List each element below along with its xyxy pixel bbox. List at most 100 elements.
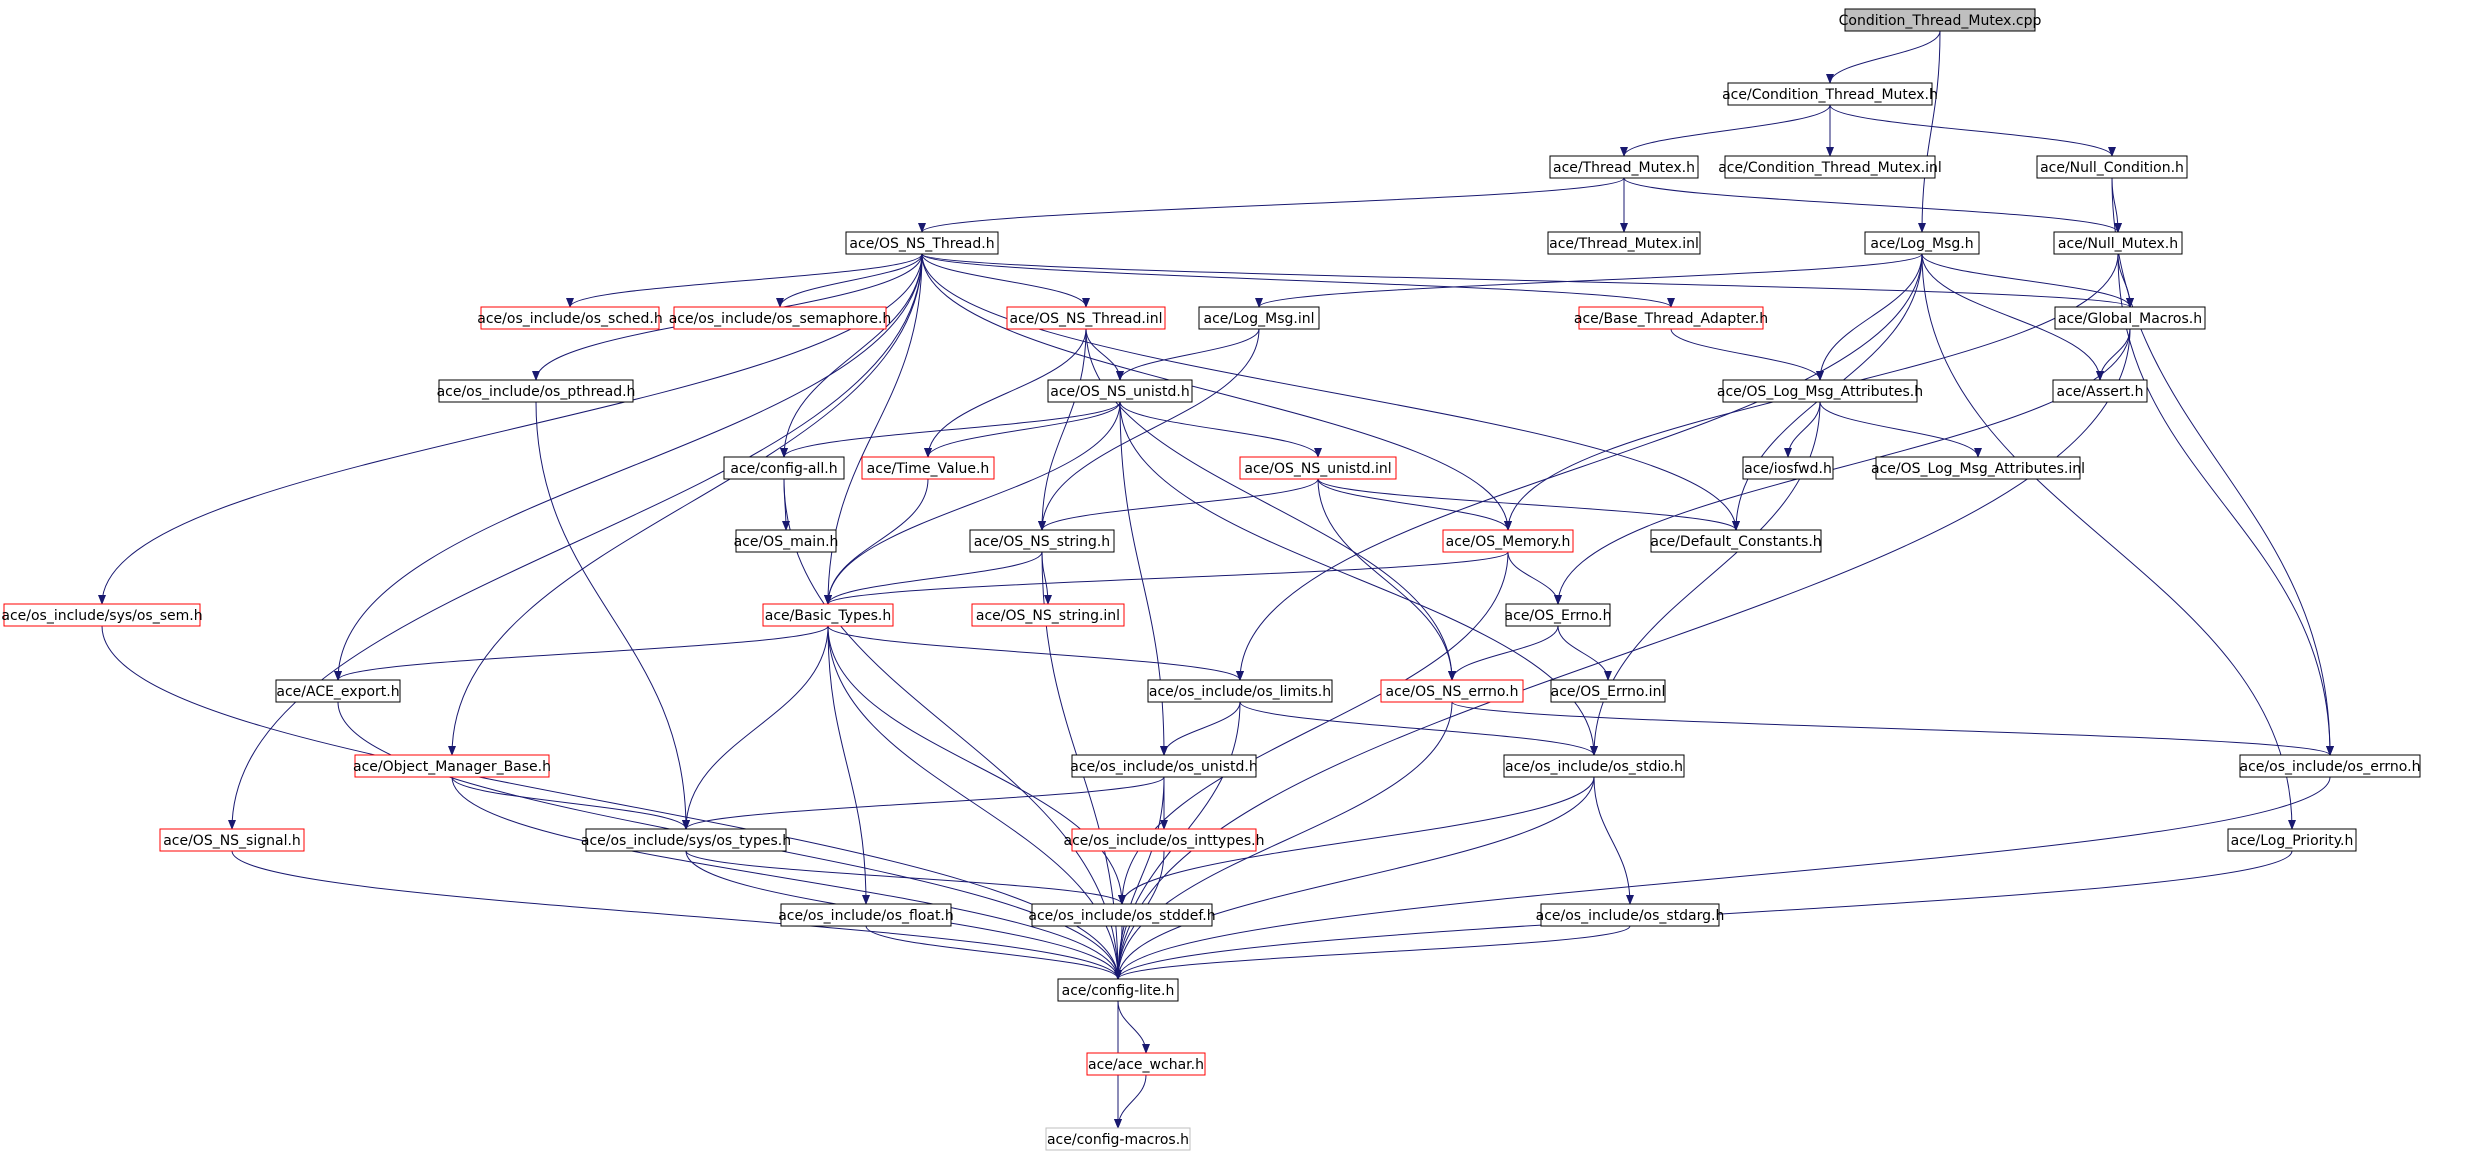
node-null-mutex-h[interactable]: ace/Null_Mutex.h	[2053, 231, 2183, 255]
edge-os-ns-unistd-inl-to-default-constants-h	[1317, 478, 1740, 531]
node-box	[1650, 529, 1822, 553]
node-ace-export-h[interactable]: ace/ACE_export.h	[275, 679, 401, 703]
node-null-condition-h[interactable]: ace/Null_Condition.h	[2036, 155, 2188, 179]
node-log-msg-inl[interactable]: ace/Log_Msg.inl	[1198, 306, 1320, 330]
node-box	[1147, 679, 1333, 703]
node-os-main-h[interactable]: ace/OS_main.h	[734, 529, 839, 553]
node-label: ace/iosfwd.h	[1744, 461, 1832, 477]
edge-global-macros-h-to-os-errno-h	[1554, 328, 2131, 605]
edge-os-ns-unistd-inl-to-os-memory-h	[1317, 478, 1512, 531]
node-os-ns-unistd-inl[interactable]: ace/OS_NS_unistd.inl	[1239, 456, 1397, 480]
node-box	[1442, 529, 1574, 553]
node-os-semaphore-h[interactable]: ace/os_include/os_semaphore.h	[669, 306, 892, 330]
node-thread-mutex-h[interactable]: ace/Thread_Mutex.h	[1549, 155, 1699, 179]
node-iosfwd-h[interactable]: ace/iosfwd.h	[1742, 456, 1834, 480]
node-assert-h[interactable]: ace/Assert.h	[2052, 379, 2148, 403]
node-box	[1844, 8, 2036, 32]
node-log-priority-h[interactable]: ace/Log_Priority.h	[2227, 828, 2357, 852]
node-base-thread-adapter-h[interactable]: ace/Base_Thread_Adapter.h	[1574, 306, 1768, 330]
node-box	[723, 456, 845, 480]
node-box	[3, 603, 201, 627]
node-os-ns-unistd-h[interactable]: ace/OS_NS_unistd.h	[1047, 379, 1193, 403]
node-label: ace/Null_Mutex.h	[2058, 236, 2178, 252]
edge-os-stdio-h-to-config-lite-h	[1114, 776, 1595, 980]
node-os-log-msg-attributes-h[interactable]: ace/OS_Log_Msg_Attributes.h	[1717, 379, 1923, 403]
node-label: ace/Base_Thread_Adapter.h	[1574, 311, 1768, 327]
node-thread-mutex-inl[interactable]: ace/Thread_Mutex.inl	[1547, 231, 1701, 255]
node-os-unistd-h[interactable]: ace/os_include/os_unistd.h	[1070, 754, 1258, 778]
node-label: ace/ace_wchar.h	[1088, 1057, 1204, 1073]
node-os-stddef-h[interactable]: ace/os_include/os_stddef.h	[1028, 903, 1216, 927]
node-ctm-h[interactable]: ace/Condition_Thread_Mutex.h	[1722, 82, 1938, 106]
node-config-all-h[interactable]: ace/config-all.h	[723, 456, 845, 480]
node-os-ns-string-h[interactable]: ace/OS_NS_string.h	[969, 529, 1115, 553]
node-label: ace/os_include/os_semaphore.h	[669, 311, 892, 327]
node-os-inttypes-h[interactable]: ace/os_include/os_inttypes.h	[1064, 828, 1265, 852]
node-box	[1057, 978, 1179, 1002]
node-label: ace/Condition_Thread_Mutex.inl	[1718, 160, 1942, 176]
node-box	[1549, 155, 1699, 179]
node-label: ace/Global_Macros.h	[2058, 311, 2202, 327]
edge-log-msg-inl-to-os-ns-unistd-h	[1116, 328, 1260, 381]
node-os-limits-h[interactable]: ace/os_include/os_limits.h	[1147, 679, 1333, 703]
node-os-stdarg-h[interactable]: ace/os_include/os_stdarg.h	[1536, 903, 1725, 927]
node-os-sem-h[interactable]: ace/os_include/sys/os_sem.h	[1, 603, 203, 627]
node-label: ace/Log_Msg.inl	[1204, 311, 1315, 327]
node-os-ns-signal-h[interactable]: ace/OS_NS_signal.h	[159, 828, 305, 852]
node-label: ace/Log_Priority.h	[2231, 833, 2354, 849]
node-os-include-os-errno-h[interactable]: ace/os_include/os_errno.h	[2239, 754, 2421, 778]
node-box	[1071, 828, 1257, 852]
node-os-errno-inl[interactable]: ace/OS_Errno.inl	[1550, 679, 1666, 703]
node-os-log-msg-attributes-inl[interactable]: ace/OS_Log_Msg_Attributes.inl	[1871, 456, 2085, 480]
node-os-float-h[interactable]: ace/os_include/os_float.h	[778, 903, 954, 927]
node-box	[673, 306, 887, 330]
node-os-ns-thread-h[interactable]: ace/OS_NS_Thread.h	[845, 231, 999, 255]
node-global-macros-h[interactable]: ace/Global_Macros.h	[2054, 306, 2206, 330]
node-default-constants-h[interactable]: ace/Default_Constants.h	[1650, 529, 1822, 553]
node-box	[2053, 231, 2183, 255]
node-label: ace/OS_Log_Msg_Attributes.inl	[1871, 461, 2085, 477]
node-ace-wchar-h[interactable]: ace/ace_wchar.h	[1086, 1052, 1206, 1076]
node-os-types-h[interactable]: ace/os_include/sys/os_types.h	[581, 828, 791, 852]
node-label: ace/OS_Errno.inl	[1551, 684, 1666, 700]
node-log-msg-h[interactable]: ace/Log_Msg.h	[1864, 231, 1980, 255]
node-basic-types-h[interactable]: ace/Basic_Types.h	[762, 603, 894, 627]
node-label: ace/OS_Memory.h	[1446, 534, 1571, 550]
node-box	[159, 828, 305, 852]
node-os-errno-h[interactable]: ace/OS_Errno.h	[1505, 603, 1612, 627]
edge-config-lite-h-to-ace-wchar-h	[1117, 1000, 1150, 1054]
node-box	[438, 379, 634, 403]
edge-log-msg-h-to-log-msg-inl	[1255, 253, 1923, 308]
edge-thread-mutex-h-to-null-mutex-h	[1623, 177, 2122, 233]
edge-os-ns-thread-h-to-default-constants-h	[921, 253, 1740, 531]
node-os-ns-thread-inl[interactable]: ace/OS_NS_Thread.inl	[1006, 306, 1166, 330]
node-os-memory-h[interactable]: ace/OS_Memory.h	[1442, 529, 1574, 553]
node-label: ace/Log_Msg.h	[1870, 236, 1973, 252]
node-label: ace/os_include/os_limits.h	[1149, 684, 1331, 700]
edge-os-ns-thread-h-to-global-macros-h	[921, 253, 2134, 308]
node-time-value-h[interactable]: ace/Time_Value.h	[861, 456, 995, 480]
node-label: ace/OS_NS_unistd.h	[1050, 384, 1190, 400]
node-os-sched-h[interactable]: ace/os_include/os_sched.h	[477, 306, 663, 330]
edge-object-manager-base-h-to-os-types-h	[451, 776, 690, 830]
node-label: ace/os_include/os_stddef.h	[1028, 908, 1215, 924]
node-label: ace/OS_Errno.h	[1505, 608, 1612, 624]
node-os-ns-errno-h[interactable]: ace/OS_NS_errno.h	[1380, 679, 1524, 703]
node-ctm-inl[interactable]: ace/Condition_Thread_Mutex.inl	[1718, 155, 1942, 179]
node-label: ace/OS_NS_signal.h	[163, 833, 301, 849]
edge-os-ns-thread-inl-to-os-ns-unistd-h	[1085, 328, 1124, 381]
node-os-pthread-h[interactable]: ace/os_include/os_pthread.h	[437, 379, 636, 403]
node-label: ace/os_include/sys/os_sem.h	[1, 608, 202, 624]
node-os-ns-string-inl[interactable]: ace/OS_NS_string.inl	[971, 603, 1125, 627]
node-box	[971, 603, 1125, 627]
node-config-lite-h[interactable]: ace/config-lite.h	[1057, 978, 1179, 1002]
node-box	[480, 306, 660, 330]
node-root[interactable]: Condition_Thread_Mutex.cpp	[1839, 8, 2042, 32]
edge-basic-types-h-to-os-types-h	[682, 625, 829, 830]
node-object-manager-base-h[interactable]: ace/Object_Manager_Base.h	[353, 754, 551, 778]
node-os-stdio-h[interactable]: ace/os_include/os_stdio.h	[1503, 754, 1685, 778]
node-label: ace/OS_NS_string.h	[974, 534, 1110, 550]
edges-layer	[98, 30, 2334, 1129]
node-label: ace/os_include/os_float.h	[778, 908, 954, 924]
node-box	[2054, 306, 2206, 330]
